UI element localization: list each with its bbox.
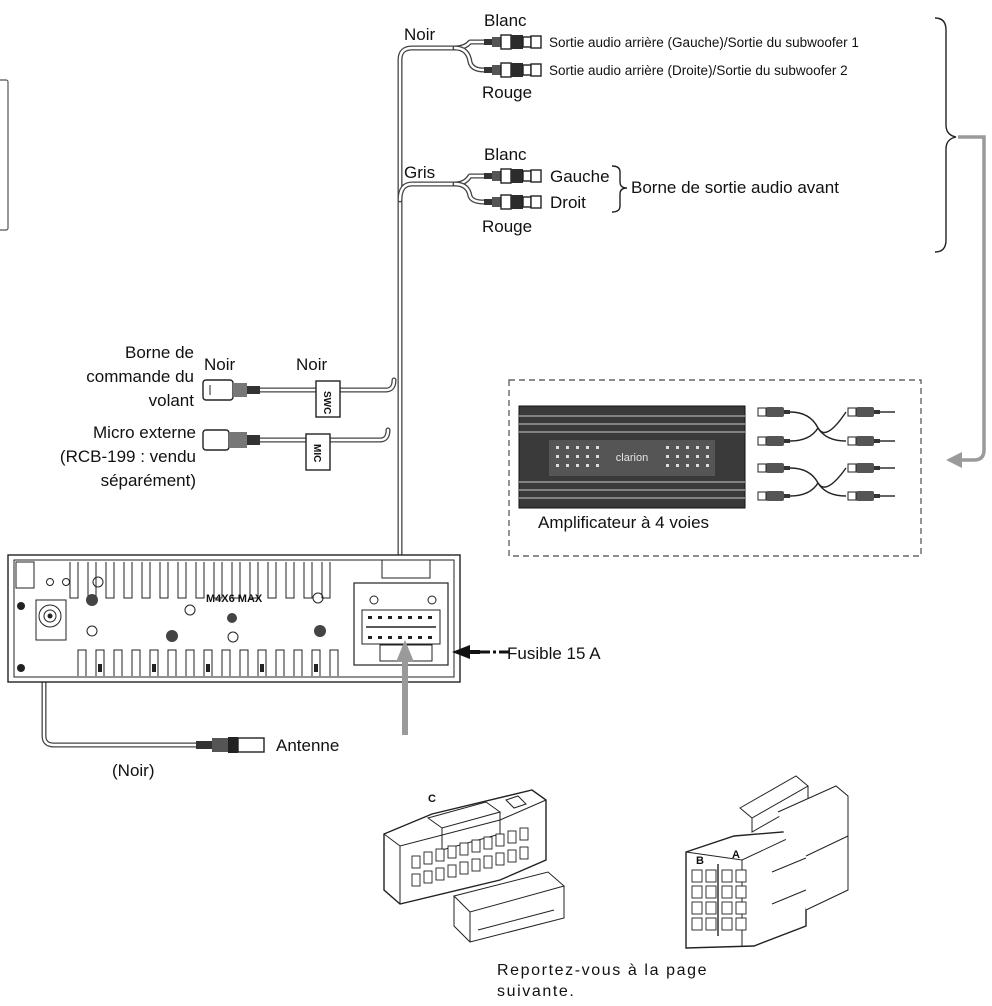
rca-rear-right-plug — [483, 62, 542, 78]
brace-to-amp-arrowhead — [946, 452, 962, 468]
front-lower-color-label: Rouge — [482, 217, 532, 236]
external-mic-group: Micro externe (RCB-199 : vendu séparémen… — [60, 423, 331, 490]
screw-spec-label: M4X6 MAX — [206, 593, 263, 605]
rca-front-left-plug — [483, 168, 542, 184]
front-brace — [611, 165, 628, 213]
head-unit-rear: M4X6 MAX — [7, 554, 461, 683]
amplifier-icon: clarion — [518, 405, 746, 509]
amplifier-label: Amplificateur à 4 voies — [538, 513, 709, 532]
fuse-pointer: Fusible 15 A — [452, 644, 601, 663]
harness-wires — [41, 39, 487, 748]
connector-b-label: B — [696, 855, 704, 867]
rear-upper-color-label: Blanc — [484, 11, 527, 30]
steering-label-line3: volant — [149, 391, 195, 410]
antenna-wire-color: (Noir) — [112, 761, 155, 780]
steering-label-line2: commande du — [86, 367, 194, 386]
steering-label-line1: Borne de — [125, 343, 194, 362]
connector-c-label: C — [428, 793, 436, 805]
rear-wire-color-label: Noir — [404, 25, 436, 44]
mic-tag — [305, 433, 331, 471]
rear-lower-color-label: Rouge — [482, 83, 532, 102]
rear-left-output-label: Sortie audio arrière (Gauche)/Sortie du … — [549, 35, 859, 50]
brace-to-amp-arrow — [958, 135, 986, 462]
steering-connector-color: Noir — [204, 355, 236, 374]
mic-label-line2: (RCB-199 : vendu — [60, 447, 196, 466]
rear-right-output-label: Sortie audio arrière (Droite)/Sortie du … — [549, 63, 848, 78]
rca-rear-left-plug — [483, 34, 542, 50]
amplifier-dashed-frame — [508, 379, 922, 557]
fuse-label: Fusible 15 A — [507, 644, 601, 663]
front-left-label: Gauche — [550, 167, 610, 186]
connector-a-label: A — [732, 849, 740, 861]
front-group-label: Borne de sortie audio avant — [631, 178, 839, 197]
steering-connector — [202, 379, 260, 401]
amplifier-brand: clarion — [616, 452, 648, 464]
front-right-label: Droit — [550, 193, 586, 212]
antenna-plug — [196, 737, 265, 753]
footer-note: Reportez-vous à la page suivante. — [497, 962, 709, 1000]
connector-ab — [685, 775, 849, 949]
rca-front-right-plug — [483, 194, 542, 210]
front-upper-color-label: Blanc — [484, 145, 527, 164]
swc-tag-text: SWC — [321, 391, 332, 414]
page-edge-tab — [0, 79, 9, 231]
steering-wire-color: Noir — [296, 355, 328, 374]
connector-c — [383, 789, 566, 943]
amplifier-rca-cables — [757, 406, 895, 502]
outputs-brace — [934, 17, 957, 253]
mic-connector — [202, 429, 260, 451]
mic-label-line3: séparément) — [101, 471, 196, 490]
mic-label-line1: Micro externe — [93, 423, 196, 442]
swc-tag — [315, 380, 341, 418]
antenna-label: Antenne — [276, 736, 339, 755]
rca-rear-sub-group: Noir Blanc Sortie audio arrière (Gauche)… — [404, 11, 859, 102]
amplifier-box: clarion Amplificateur à 4 voies — [508, 379, 922, 557]
front-wire-color-label: Gris — [404, 163, 435, 182]
rca-front-group: Gris Blanc Gauche Droit Borne de sortie … — [404, 145, 839, 236]
mic-tag-text: MIC — [311, 444, 322, 462]
connector-pointer-arrow — [396, 640, 414, 735]
steering-remote-group: Borne de commande du volant Noir Noir SW… — [86, 343, 341, 418]
